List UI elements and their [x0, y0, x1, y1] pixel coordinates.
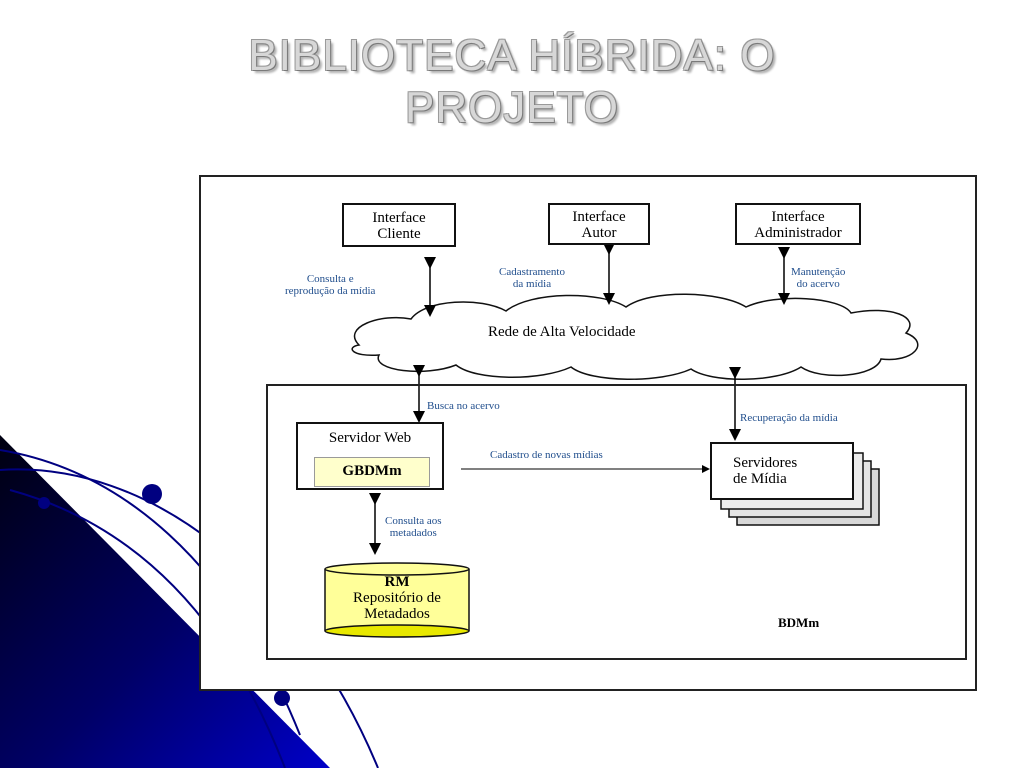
architecture-diagram: Interface Cliente Interface Autor Interf… [199, 175, 977, 691]
interface-admin-line2: Administrador [754, 225, 842, 241]
interface-cliente-line2: Cliente [377, 226, 421, 242]
label-consulta-meta-line1: Consulta aos [385, 515, 442, 527]
interface-admin-box: Interface Administrador [735, 203, 861, 245]
label-cadastramento-line1: Cadastramento [499, 266, 565, 278]
label-consulta-meta: Consulta aos metadados [385, 515, 442, 539]
rm-label: RM Repositório de Metadados [325, 574, 469, 622]
bdmm-label: BDMm [778, 615, 820, 630]
servidor-web-label: Servidor Web [328, 430, 412, 446]
interface-autor-line2: Autor [581, 225, 617, 241]
label-busca: Busca no acervo [427, 400, 500, 412]
rm-title: RM [384, 574, 410, 590]
label-consulta: Consulta e reprodução da mídia [285, 273, 375, 297]
servidores-midia-label: Servidores de Mídia [711, 455, 853, 487]
rm-cylinder-bottom [324, 624, 470, 638]
swoosh-dot-large [142, 484, 162, 504]
interface-cliente-line1: Interface [372, 210, 426, 226]
swoosh-dot-small [38, 497, 50, 509]
title-line-1: BIBLIOTECA HÍBRIDA: O [248, 31, 776, 80]
servidores-line2: de Mídia [733, 471, 787, 487]
bdmm-frame [266, 384, 967, 660]
label-cadastro-novas: Cadastro de novas mídias [490, 449, 603, 461]
swoosh-curve-3 [9, 489, 286, 768]
label-consulta-line1: Consulta e [306, 273, 354, 285]
label-consulta-meta-line2: metadados [389, 527, 437, 539]
diagram-graphics [324, 243, 919, 638]
rm-cylinder-top [324, 562, 470, 576]
gbdmm-module: GBDMm [314, 457, 430, 487]
title-line-2: PROJETO [404, 83, 619, 132]
interface-admin-line1: Interface [771, 209, 825, 225]
label-consulta-line2: reprodução da mídia [285, 285, 376, 297]
page-title: BIBLIOTECA HÍBRIDA: O PROJETO [0, 30, 1024, 134]
rm-line1: Repositório de [353, 590, 441, 606]
interface-autor-box: Interface Autor [548, 203, 650, 245]
network-cloud [351, 293, 919, 380]
servidor-stack-1 [710, 442, 854, 500]
label-manutencao-line2: do acervo [796, 278, 840, 290]
label-manutencao: Manutenção do acervo [791, 266, 845, 290]
label-manutencao-line1: Manutenção [791, 266, 846, 278]
swoosh-dot-bottom [274, 690, 290, 706]
rm-line2: Metadados [364, 606, 430, 622]
label-recuperacao: Recuperação da mídia [740, 412, 838, 424]
interface-autor-line1: Interface [572, 209, 626, 225]
servidores-line1: Servidores [733, 455, 798, 471]
label-cadastramento: Cadastramento da mídia [499, 266, 565, 290]
rm-cylinder-body [325, 569, 469, 631]
label-cadastramento-line2: da mídia [512, 278, 552, 290]
network-label: Rede de Alta Velocidade [488, 324, 636, 340]
interface-cliente-box: Interface Cliente [342, 203, 456, 247]
